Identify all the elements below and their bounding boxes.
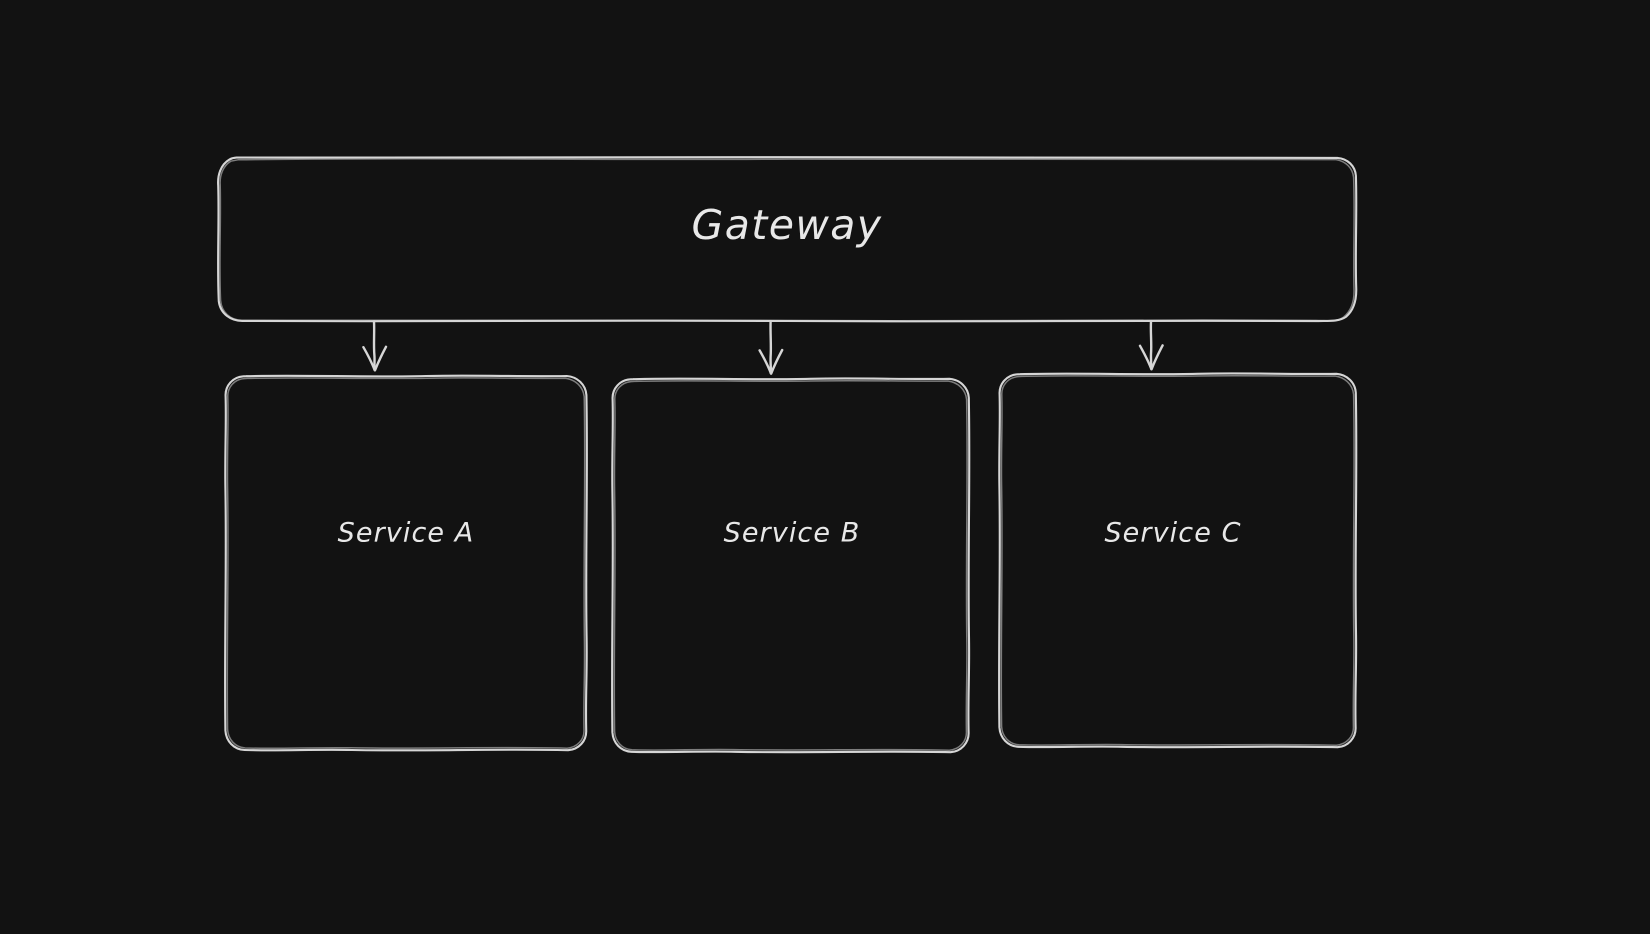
service-a-box-outline [224, 374, 588, 752]
service-c-box-outline-sketch [1000, 374, 1355, 746]
service-a-label: Service A [338, 518, 475, 549]
gateway-box-outline-sketch [219, 157, 1355, 322]
service-b-label: Service B [724, 518, 861, 549]
service-b-box-outline [611, 377, 971, 754]
node-gateway[interactable]: Gateway [217, 155, 1358, 323]
edge-a-shaft [372, 320, 376, 371]
service-a-box-outline-sketch [226, 377, 586, 750]
node-service-c[interactable]: Service C [998, 372, 1358, 749]
node-service-a[interactable]: Service A [224, 374, 588, 752]
edge-gateway-to-service-c[interactable] [1138, 320, 1164, 371]
service-b-box-outline-sketch [613, 379, 968, 751]
edge-gateway-to-service-a[interactable] [362, 320, 388, 372]
node-service-b[interactable]: Service B [611, 377, 971, 754]
edge-c-arrowhead [1138, 344, 1164, 371]
service-c-box-outline [998, 372, 1358, 749]
edge-b-arrowhead [758, 348, 784, 375]
edge-a-arrowhead [362, 345, 388, 372]
service-c-label: Service C [1104, 518, 1241, 549]
gateway-label: Gateway [692, 201, 883, 249]
edge-gateway-to-service-b[interactable] [758, 320, 784, 375]
